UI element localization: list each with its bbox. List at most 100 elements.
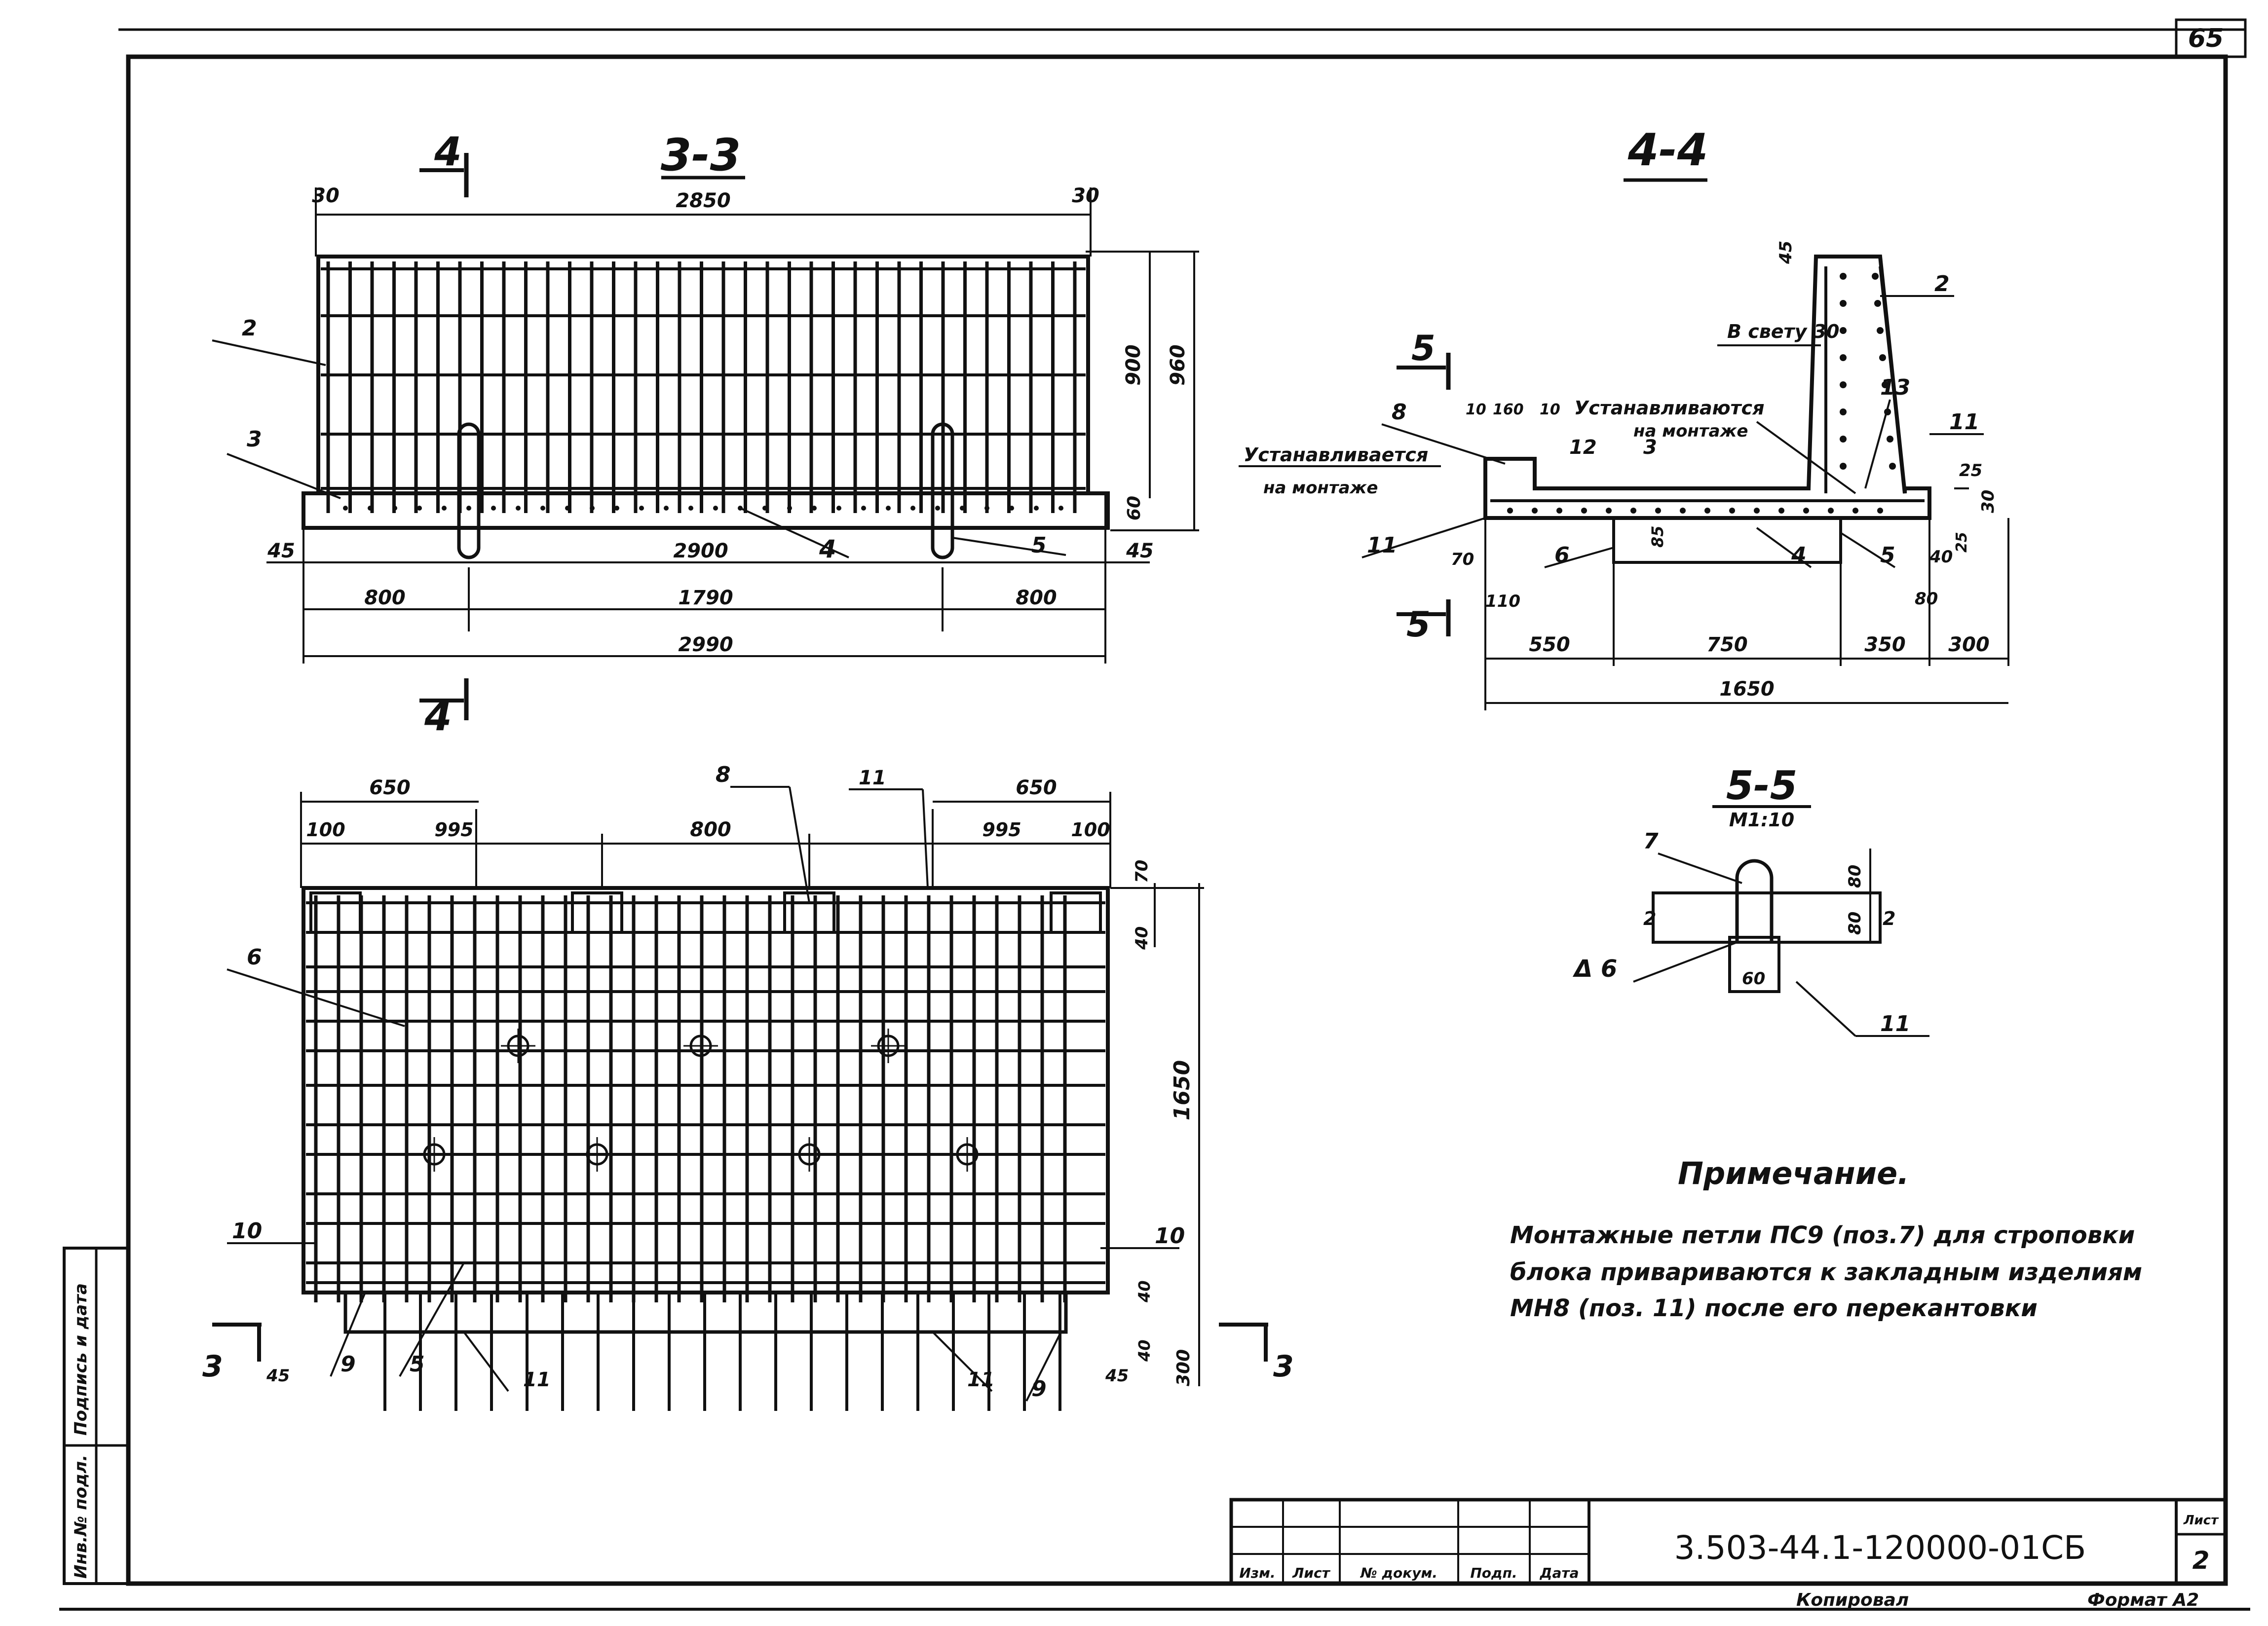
rebar-dot xyxy=(1840,408,1847,415)
rebar-dot xyxy=(812,506,817,511)
note-title: Примечание. xyxy=(1678,1155,1909,1191)
rebar-dot xyxy=(1877,327,1884,334)
callout-4: 4 xyxy=(819,535,836,563)
dim-25-top: 25 xyxy=(1959,461,1982,480)
note-block: Примечание. Монтажные петли ПС9 (поз.7) … xyxy=(1510,1155,2142,1322)
rebar-dot xyxy=(1874,300,1881,307)
callout-9-left: 9 xyxy=(340,1352,356,1377)
rebar-dots-4-4 xyxy=(1507,273,1896,514)
dim-45-plan-right: 45 xyxy=(1105,1366,1129,1386)
rebar-dot xyxy=(1840,354,1847,361)
rebar-dot xyxy=(1754,508,1760,514)
rebar-dot xyxy=(861,506,866,511)
rebar-dot xyxy=(1058,506,1063,511)
dim-800-plan: 800 xyxy=(690,818,731,841)
rebar-dot xyxy=(1556,508,1562,514)
rebar-dot xyxy=(614,506,619,511)
title-block: Изм. Лист № докум. Подп. Дата 3.503-44.1… xyxy=(1229,1498,2228,1610)
dim-40: 40 xyxy=(1929,547,1953,567)
rebar-dot xyxy=(935,506,940,511)
rebar-dot xyxy=(1729,508,1735,514)
rebar-dot xyxy=(1778,508,1784,514)
side-stamp-signature: Подпись и дата xyxy=(71,1283,91,1436)
tb-header-sign: Подп. xyxy=(1470,1565,1517,1581)
cut-mark-3-left: 3 xyxy=(202,1349,223,1384)
rebar-dot xyxy=(1840,300,1847,307)
weld-mark: Δ 6 xyxy=(1572,955,1617,983)
dim-40-low-b: 40 xyxy=(1135,1339,1154,1362)
rebar-dot xyxy=(1852,508,1858,514)
rebar-dot xyxy=(1704,508,1710,514)
callout-3: 3 xyxy=(247,427,262,452)
dim-1650-bottom: 1650 xyxy=(1719,678,1774,701)
plan-slab xyxy=(302,886,1110,1294)
dim-70-plan: 70 xyxy=(1132,860,1152,883)
rebar-dot xyxy=(836,506,841,511)
callout-12: 12 xyxy=(1569,436,1597,459)
section-5-5: 5-5 М1:10 7 80 80 60 2 2 Δ 6 11 xyxy=(1572,763,1929,1037)
dim-1650-plan: 1650 xyxy=(1170,1060,1195,1120)
cut-mark-5-top: 5 xyxy=(1411,328,1436,369)
dim-800-right: 800 xyxy=(1016,587,1057,609)
note-installed-plural-1: Устанавливаются xyxy=(1574,397,1764,419)
callout-9-right: 9 xyxy=(1031,1376,1047,1402)
dim-40-top-plan: 40 xyxy=(1132,926,1152,950)
rebar-dot xyxy=(466,506,471,511)
plate-11 xyxy=(1728,936,1780,993)
tb-header-date: Дата xyxy=(1540,1565,1579,1581)
dim-25-mid: 25 xyxy=(1953,532,1970,553)
rebar-dot xyxy=(1630,508,1636,514)
break-right: 2 xyxy=(1883,908,1895,929)
dim-110: 110 xyxy=(1485,591,1520,611)
callout-2: 2 xyxy=(242,316,257,341)
rebar-dot xyxy=(762,506,767,511)
rebar-dot xyxy=(1655,508,1661,514)
dim-10-a: 10 xyxy=(1466,401,1486,418)
cut-mark-3-right: 3 xyxy=(1273,1349,1294,1384)
rebar-dot xyxy=(960,506,965,511)
plan-view: 650 650 100 995 800 995 100 70 40 1650 4… xyxy=(202,762,1294,1411)
rebar-dot xyxy=(787,506,792,511)
embedded-plate xyxy=(1050,891,1102,934)
note-in-clear: В свету 30 xyxy=(1727,321,1839,342)
dim-300-plan: 300 xyxy=(1173,1349,1194,1386)
dim-650-right: 650 xyxy=(1016,776,1057,799)
callout-10-left: 10 xyxy=(232,1219,262,1244)
rebar-dot xyxy=(1507,508,1513,514)
callout-11-plan-top: 11 xyxy=(859,767,886,789)
rebar-dot xyxy=(1803,508,1809,514)
rebar-dot xyxy=(713,506,718,511)
rebar-dot xyxy=(1840,436,1847,443)
section-5-5-slab xyxy=(1652,891,1882,944)
rebar-dot xyxy=(1840,381,1847,388)
rebar-dot xyxy=(1872,273,1879,280)
note-installed-singular-1: Устанавливается xyxy=(1244,444,1428,466)
bottom-step xyxy=(1612,517,1842,564)
tb-header-rev: Изм. xyxy=(1239,1565,1275,1581)
doc-code: 3.503-44.1-120000-01СБ xyxy=(1674,1529,2086,1567)
dim-30-right: 30 xyxy=(1072,185,1099,207)
embedded-plate xyxy=(571,891,623,934)
dim-85: 85 xyxy=(1648,525,1667,548)
callout-11-plan-left: 11 xyxy=(523,1368,551,1391)
dim-650-left: 650 xyxy=(369,776,411,799)
rebar-dot xyxy=(417,506,422,511)
rebar-dot xyxy=(688,506,693,511)
callout-8-plan: 8 xyxy=(716,762,731,787)
rebar-dot xyxy=(540,506,545,511)
callout-3-44: 3 xyxy=(1643,436,1657,459)
callout-7: 7 xyxy=(1643,829,1659,854)
page-number: 65 xyxy=(2188,24,2224,53)
copied-label: Копировал xyxy=(1796,1590,1909,1610)
callout-13: 13 xyxy=(1880,375,1910,400)
tb-header-sheet: Лист xyxy=(1292,1565,1330,1581)
rebar-dot xyxy=(1882,381,1889,388)
rebar-dot xyxy=(1840,327,1847,334)
rebar-dot xyxy=(886,506,891,511)
rebar-grid-plan xyxy=(306,895,1105,1411)
rebar-dot xyxy=(1606,508,1612,514)
dim-960: 960 xyxy=(1167,344,1189,386)
callout-11-top: 11 xyxy=(1949,409,1979,435)
embedded-plates xyxy=(309,891,1102,934)
section-4-4-title: 4-4 xyxy=(1627,124,1708,176)
